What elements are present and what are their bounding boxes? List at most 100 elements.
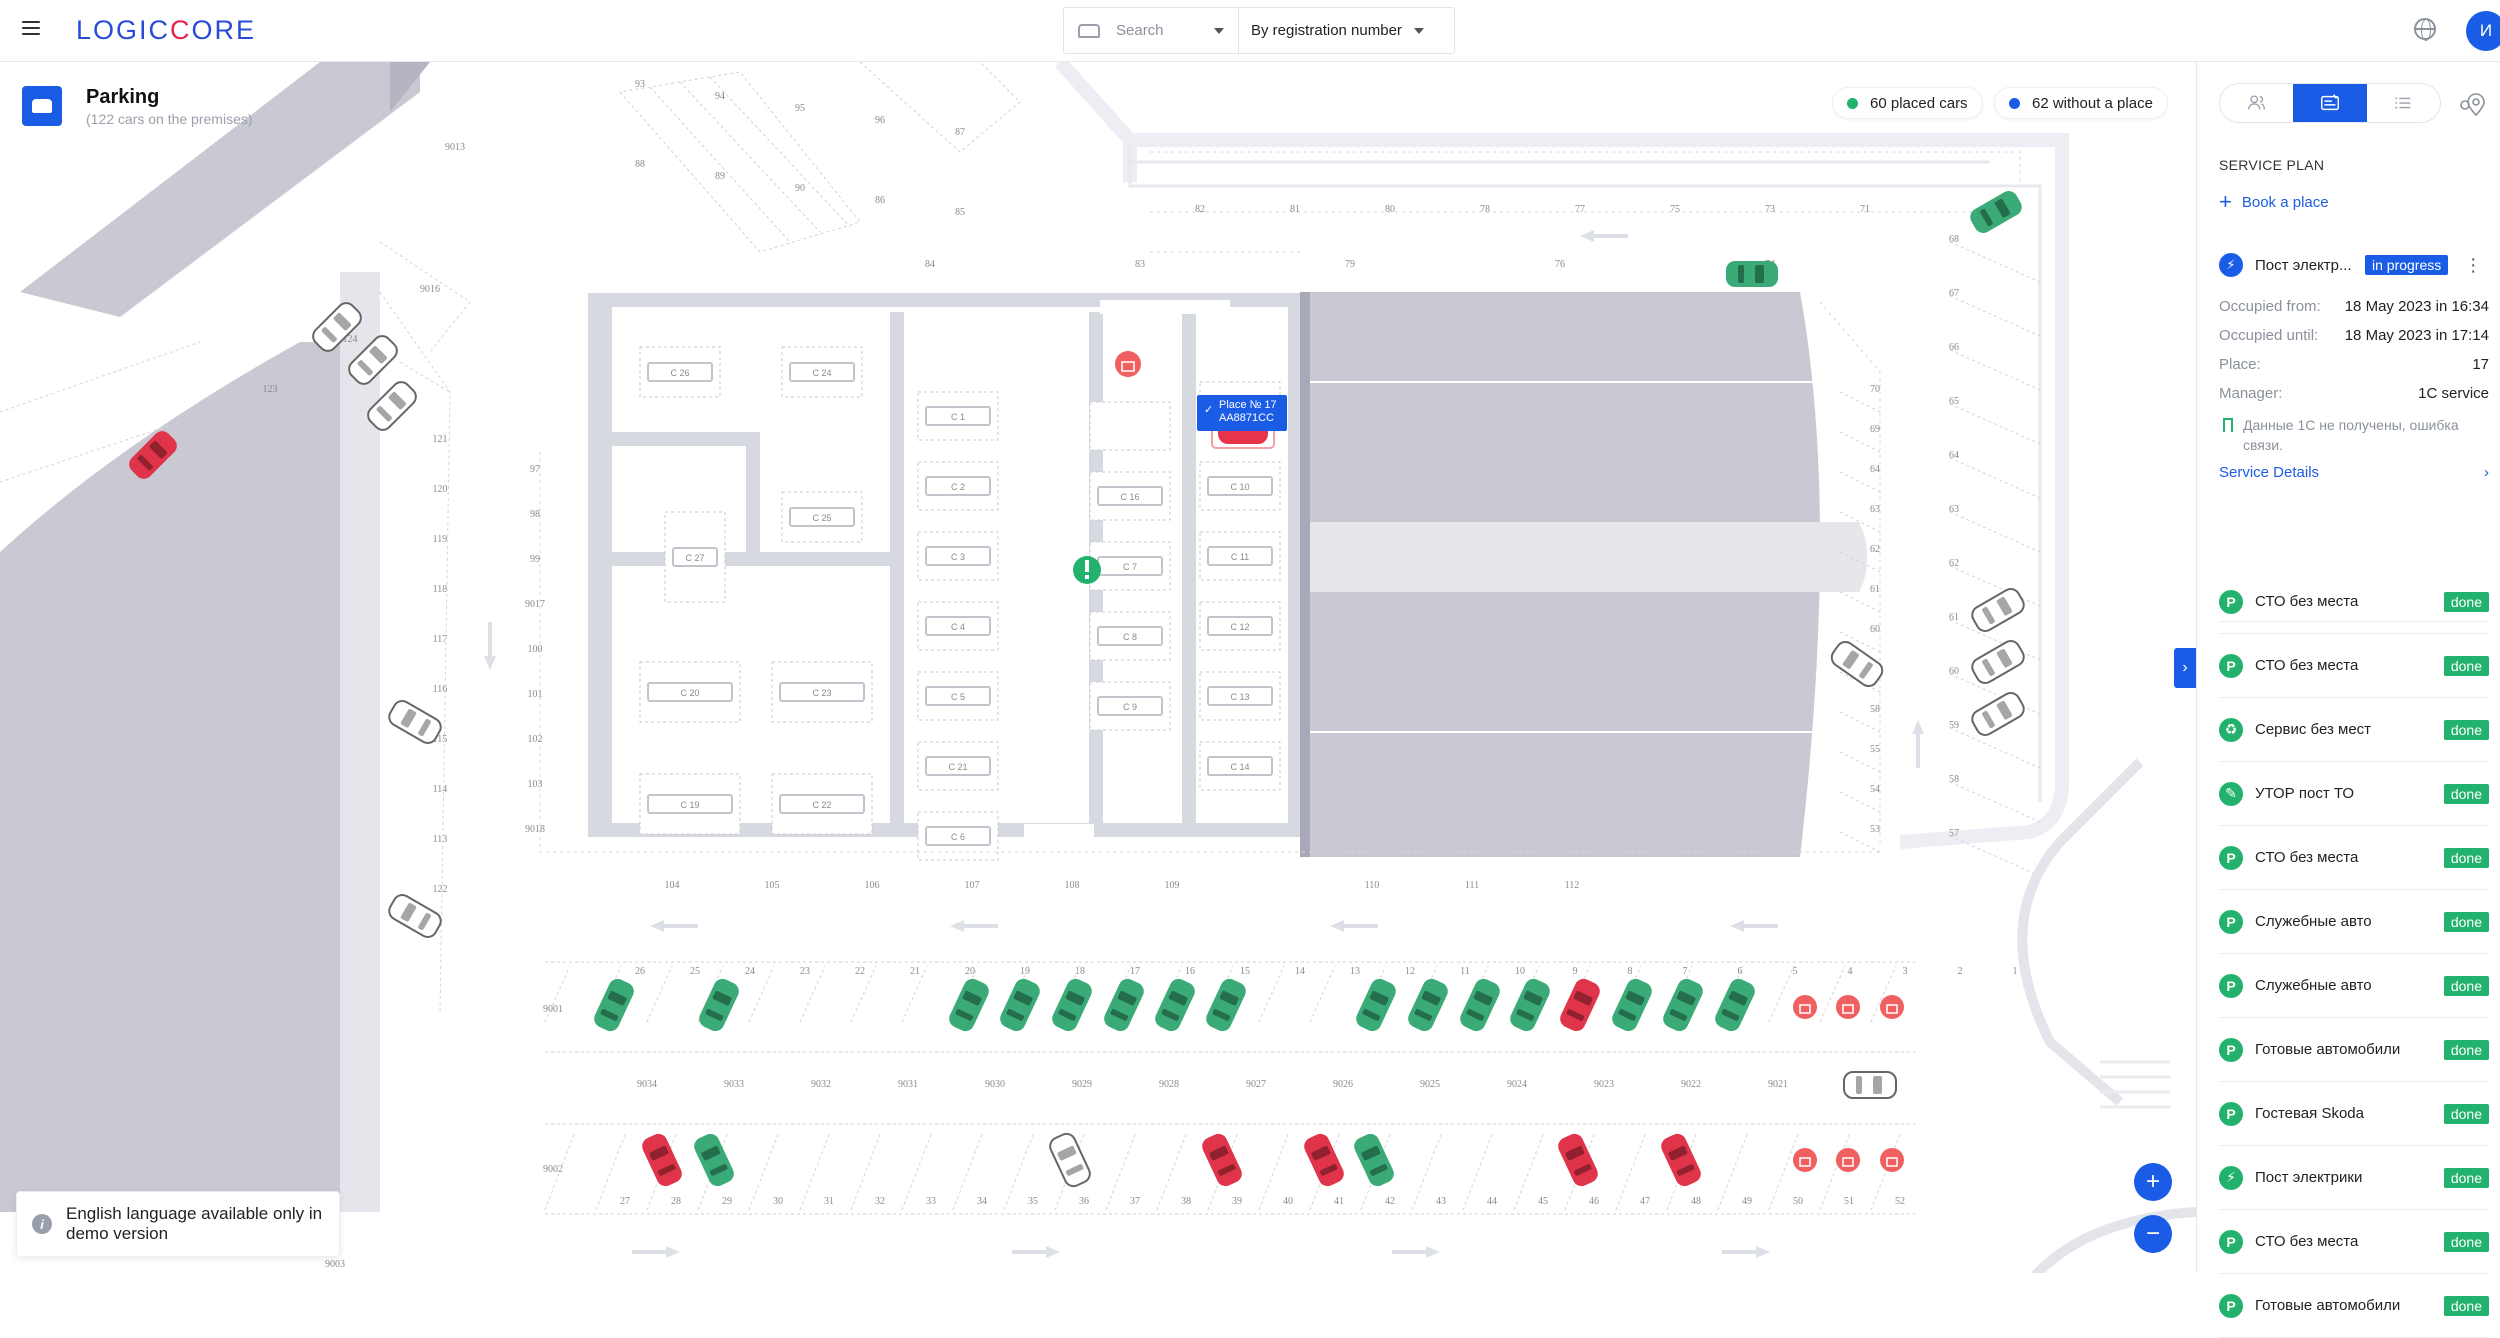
- service-spot[interactable]: [639, 773, 741, 835]
- service-spot[interactable]: [1089, 611, 1171, 661]
- service-details-link[interactable]: Service Details›: [2219, 464, 2489, 481]
- car-window[interactable]: [1414, 1008, 1433, 1021]
- car-window[interactable]: [657, 1163, 676, 1176]
- car-window[interactable]: [1573, 990, 1593, 1006]
- car-body[interactable]: [1203, 976, 1249, 1034]
- parked-car[interactable]: [1969, 690, 2027, 739]
- car-window[interactable]: [1996, 648, 2013, 668]
- lock-body[interactable]: [1886, 1157, 1898, 1167]
- car-window[interactable]: [1219, 990, 1239, 1006]
- car-window[interactable]: [1858, 661, 1873, 679]
- service-spot[interactable]: [1199, 671, 1281, 721]
- parked-car[interactable]: [1557, 976, 1603, 1034]
- parked-car[interactable]: [1609, 976, 1655, 1034]
- car-window[interactable]: [388, 391, 407, 410]
- car-window[interactable]: [137, 454, 154, 471]
- car-window[interactable]: [1473, 990, 1493, 1006]
- car-body[interactable]: [946, 976, 992, 1034]
- car-window[interactable]: [1311, 1145, 1331, 1161]
- car-body[interactable]: [1101, 976, 1147, 1034]
- lock-body[interactable]: [1799, 1157, 1811, 1167]
- parked-car[interactable]: [386, 698, 444, 747]
- lock-icon[interactable]: [1836, 995, 1860, 1019]
- car-window[interactable]: [1842, 650, 1860, 670]
- location-settings-icon[interactable]: [2459, 89, 2489, 119]
- car-window[interactable]: [1668, 1145, 1688, 1161]
- chevron-down-icon[interactable]: [1214, 27, 1224, 34]
- service-spot[interactable]: [1199, 741, 1281, 791]
- lock-icon[interactable]: [1880, 1148, 1904, 1172]
- parked-car[interactable]: [1843, 1071, 1897, 1099]
- car-body[interactable]: [1660, 976, 1706, 1034]
- parked-car[interactable]: [1457, 976, 1503, 1034]
- car-window[interactable]: [400, 708, 417, 728]
- service-spot-frame[interactable]: [925, 546, 991, 566]
- service-spot[interactable]: [1199, 531, 1281, 581]
- service-spot-frame[interactable]: [925, 826, 991, 846]
- parked-car[interactable]: [364, 378, 419, 433]
- parked-car[interactable]: [1049, 976, 1095, 1034]
- parked-car[interactable]: [1712, 976, 1758, 1034]
- parked-car[interactable]: [1507, 976, 1553, 1034]
- car-body[interactable]: [591, 976, 637, 1034]
- zoom-in-button[interactable]: +: [2134, 1163, 2172, 1201]
- car-window[interactable]: [149, 440, 168, 459]
- globe-icon[interactable]: [2414, 18, 2436, 41]
- car-body[interactable]: [345, 332, 400, 387]
- car-window[interactable]: [1209, 1145, 1229, 1161]
- service-spot-frame[interactable]: [1207, 476, 1273, 496]
- car-window[interactable]: [1466, 1008, 1485, 1021]
- service-spot-frame[interactable]: [779, 794, 865, 814]
- car-body[interactable]: [1049, 976, 1095, 1034]
- car-window[interactable]: [1669, 1008, 1688, 1021]
- car-window[interactable]: [1523, 990, 1543, 1006]
- car-window[interactable]: [1057, 1145, 1077, 1161]
- tab-list[interactable]: [2367, 84, 2440, 122]
- car-window[interactable]: [1981, 658, 1995, 677]
- service-spot-frame[interactable]: [1207, 616, 1273, 636]
- service-spot[interactable]: [664, 511, 726, 603]
- service-spot[interactable]: [917, 671, 999, 721]
- service-spot[interactable]: [1199, 601, 1281, 651]
- service-spot-frame[interactable]: [1207, 686, 1273, 706]
- parked-car[interactable]: [1726, 261, 1778, 287]
- car-body[interactable]: [1557, 976, 1603, 1034]
- car-window[interactable]: [1217, 1163, 1236, 1176]
- car-body[interactable]: [997, 976, 1043, 1034]
- parked-car[interactable]: [1658, 1131, 1704, 1189]
- service-spot[interactable]: [917, 741, 999, 791]
- lock-icon[interactable]: [1793, 1148, 1817, 1172]
- car-window[interactable]: [1981, 710, 1995, 729]
- service-spot[interactable]: [1089, 681, 1171, 731]
- lock-body[interactable]: [1799, 1004, 1811, 1014]
- parked-car[interactable]: [309, 299, 364, 354]
- car-window[interactable]: [1573, 1163, 1592, 1176]
- car-body[interactable]: [1457, 976, 1503, 1034]
- lock-icon[interactable]: [1115, 351, 1141, 377]
- service-spot[interactable]: [771, 661, 873, 723]
- tab-service-plan[interactable]: [2293, 84, 2367, 122]
- car-window[interactable]: [1565, 1145, 1585, 1161]
- car-window[interactable]: [1738, 265, 1744, 283]
- parked-car[interactable]: [696, 976, 742, 1034]
- car-body[interactable]: [696, 976, 742, 1034]
- parked-car[interactable]: [1969, 586, 2027, 635]
- car-window[interactable]: [1721, 1008, 1740, 1021]
- car-window[interactable]: [955, 1008, 974, 1021]
- service-spot-frame[interactable]: [1097, 486, 1163, 506]
- parked-car[interactable]: [1351, 1131, 1397, 1189]
- car-window[interactable]: [1618, 1008, 1637, 1021]
- service-spot-frame[interactable]: [1097, 626, 1163, 646]
- car-window[interactable]: [600, 1008, 619, 1021]
- parked-car[interactable]: [1047, 1131, 1093, 1189]
- search-input[interactable]: Search: [1116, 22, 1164, 39]
- car-body[interactable]: [1969, 638, 2027, 687]
- parked-car[interactable]: [1967, 188, 2025, 237]
